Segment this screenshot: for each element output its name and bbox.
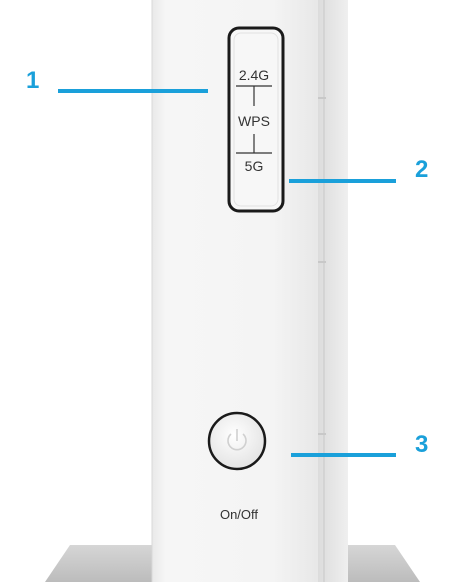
label-wps: WPS bbox=[238, 113, 270, 129]
callout-number-3: 3 bbox=[415, 431, 429, 458]
callout-number-1: 1 bbox=[26, 67, 40, 94]
wps-button[interactable] bbox=[227, 26, 285, 213]
callout-number-2: 2 bbox=[415, 156, 429, 183]
label-on-off: On/Off bbox=[220, 507, 258, 522]
router-side-panel bbox=[318, 0, 348, 582]
label-2-4g: 2.4G bbox=[239, 67, 269, 83]
label-5g: 5G bbox=[245, 158, 264, 174]
power-icon bbox=[227, 429, 247, 451]
